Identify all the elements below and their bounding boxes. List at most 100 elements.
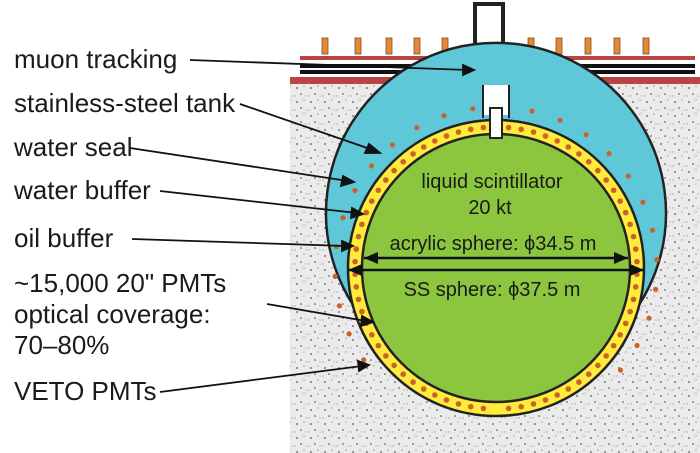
- veto-pmt-dot: [649, 227, 656, 233]
- pmt-dot: [363, 209, 370, 216]
- tracker-post: [613, 37, 621, 55]
- pmt-dot: [391, 362, 397, 369]
- pmt-dot: [432, 138, 438, 144]
- veto-pmt-dot: [389, 142, 395, 148]
- pmt-dot: [359, 221, 365, 228]
- label-optical-coverage: optical coverage:: [14, 299, 211, 329]
- pmt-dot: [383, 177, 389, 183]
- pmt-dot: [542, 397, 549, 403]
- veto-pmt-dot: [361, 357, 367, 363]
- veto-pmt-dot: [617, 367, 624, 373]
- pmt-dot: [610, 187, 617, 194]
- veto-pmt-dot: [653, 286, 659, 292]
- pmt-dot: [353, 284, 360, 290]
- pmt-dot: [530, 401, 537, 407]
- pmt-dot: [576, 379, 582, 385]
- pmt-dot: [455, 129, 462, 135]
- pmt-dot: [627, 308, 633, 315]
- pmt-dot: [468, 403, 474, 410]
- pmt-dot: [468, 126, 474, 133]
- pmt-dot: [383, 353, 389, 359]
- pmt-dot: [410, 151, 416, 157]
- veto-pmt-dot: [352, 187, 358, 194]
- pmt-dot: [610, 342, 617, 349]
- label-stainless-steel-tank: stainless-steel tank: [14, 88, 236, 118]
- pmt-dot: [400, 159, 407, 165]
- pmt-dot: [632, 246, 639, 252]
- chimney-pipe: [489, 107, 503, 139]
- pmt-dot: [586, 371, 592, 378]
- veto-pmt-dot: [583, 132, 589, 138]
- ss-diameter-arrow: [348, 264, 644, 276]
- label-water-buffer: water buffer: [13, 175, 151, 205]
- veto-pmt-dot: [625, 173, 631, 179]
- veto-pmt-dot: [529, 108, 535, 114]
- pmt-dot: [630, 233, 637, 240]
- veto-pmt-dot: [346, 331, 352, 337]
- pmt-dot: [632, 284, 639, 290]
- pmt-dot: [634, 258, 640, 265]
- pmt-dot: [518, 126, 524, 133]
- pmt-dot: [622, 320, 629, 327]
- tracker-post: [321, 37, 329, 55]
- veto-pmt-array: [332, 106, 660, 373]
- tracker-post: [584, 37, 592, 55]
- pmt-dot: [554, 392, 560, 398]
- pmt-dot: [443, 133, 450, 139]
- pmt-dot: [554, 138, 560, 144]
- pmt-dot: [617, 332, 623, 338]
- veto-pmt-dot: [634, 342, 640, 349]
- pmt-array: [352, 124, 640, 412]
- pmt-dot: [375, 187, 382, 194]
- pmt-dot: [505, 405, 512, 412]
- pmt-dot: [375, 342, 382, 349]
- pmt-dot: [603, 177, 609, 183]
- pmt-dot: [480, 124, 487, 131]
- pmt-dot: [586, 159, 592, 165]
- veto-pmt-dot: [332, 273, 338, 279]
- pmt-dot: [432, 392, 438, 398]
- pmt-dot: [420, 144, 427, 150]
- leader-lines: [129, 59, 477, 393]
- pmt-dot: [353, 246, 360, 252]
- pmt-dot: [359, 308, 365, 315]
- pmt-dot: [530, 129, 537, 135]
- pmt-dot: [595, 362, 601, 369]
- pmt-dot: [603, 353, 609, 359]
- veto-pmt-dot: [414, 125, 420, 131]
- pmt-dot: [400, 371, 407, 378]
- pmt-dot: [505, 124, 512, 131]
- label-coverage-range: 70–80%: [14, 330, 109, 360]
- veto-pmt-dot: [646, 315, 652, 321]
- pmt-dot: [617, 198, 623, 204]
- pmt-dot: [595, 167, 601, 174]
- acrylic-sphere-label: acrylic sphere: ϕ34.5 m: [390, 233, 597, 255]
- veto-pmt-dot: [557, 117, 563, 123]
- pmt-dot: [630, 296, 637, 303]
- tracker-post: [354, 37, 362, 55]
- pmt-dot: [443, 397, 450, 403]
- pmt-dot: [455, 401, 462, 407]
- tracker-post: [385, 37, 393, 55]
- pmt-dot: [576, 151, 582, 157]
- veto-pmt-dot: [606, 150, 612, 157]
- veto-pmt-dot: [654, 257, 660, 263]
- stainless-steel-tank-wall: [324, 41, 668, 382]
- tracker-post: [413, 37, 421, 55]
- pmt-dot: [565, 144, 572, 150]
- pmt-dot: [352, 258, 358, 265]
- scintillator-mass: 20 kt: [468, 197, 512, 219]
- pmt-dot: [410, 379, 416, 385]
- pmt-dot: [518, 403, 524, 410]
- scintillator-label: liquid scintillator: [421, 171, 563, 193]
- pmt-dot: [355, 233, 362, 240]
- label-water-seal: water seal: [13, 132, 133, 162]
- pmt-dot: [542, 133, 549, 139]
- pmt-dot: [355, 296, 362, 303]
- veto-pmt-dot: [368, 163, 375, 169]
- ss-sphere-label: SS sphere: ϕ37.5 m: [404, 279, 581, 301]
- label-oil-buffer: oil buffer: [14, 223, 114, 253]
- veto-pmt-dot: [336, 303, 343, 309]
- acrylic-diameter-arrow: [364, 252, 628, 264]
- veto-pmt-dot: [640, 199, 646, 205]
